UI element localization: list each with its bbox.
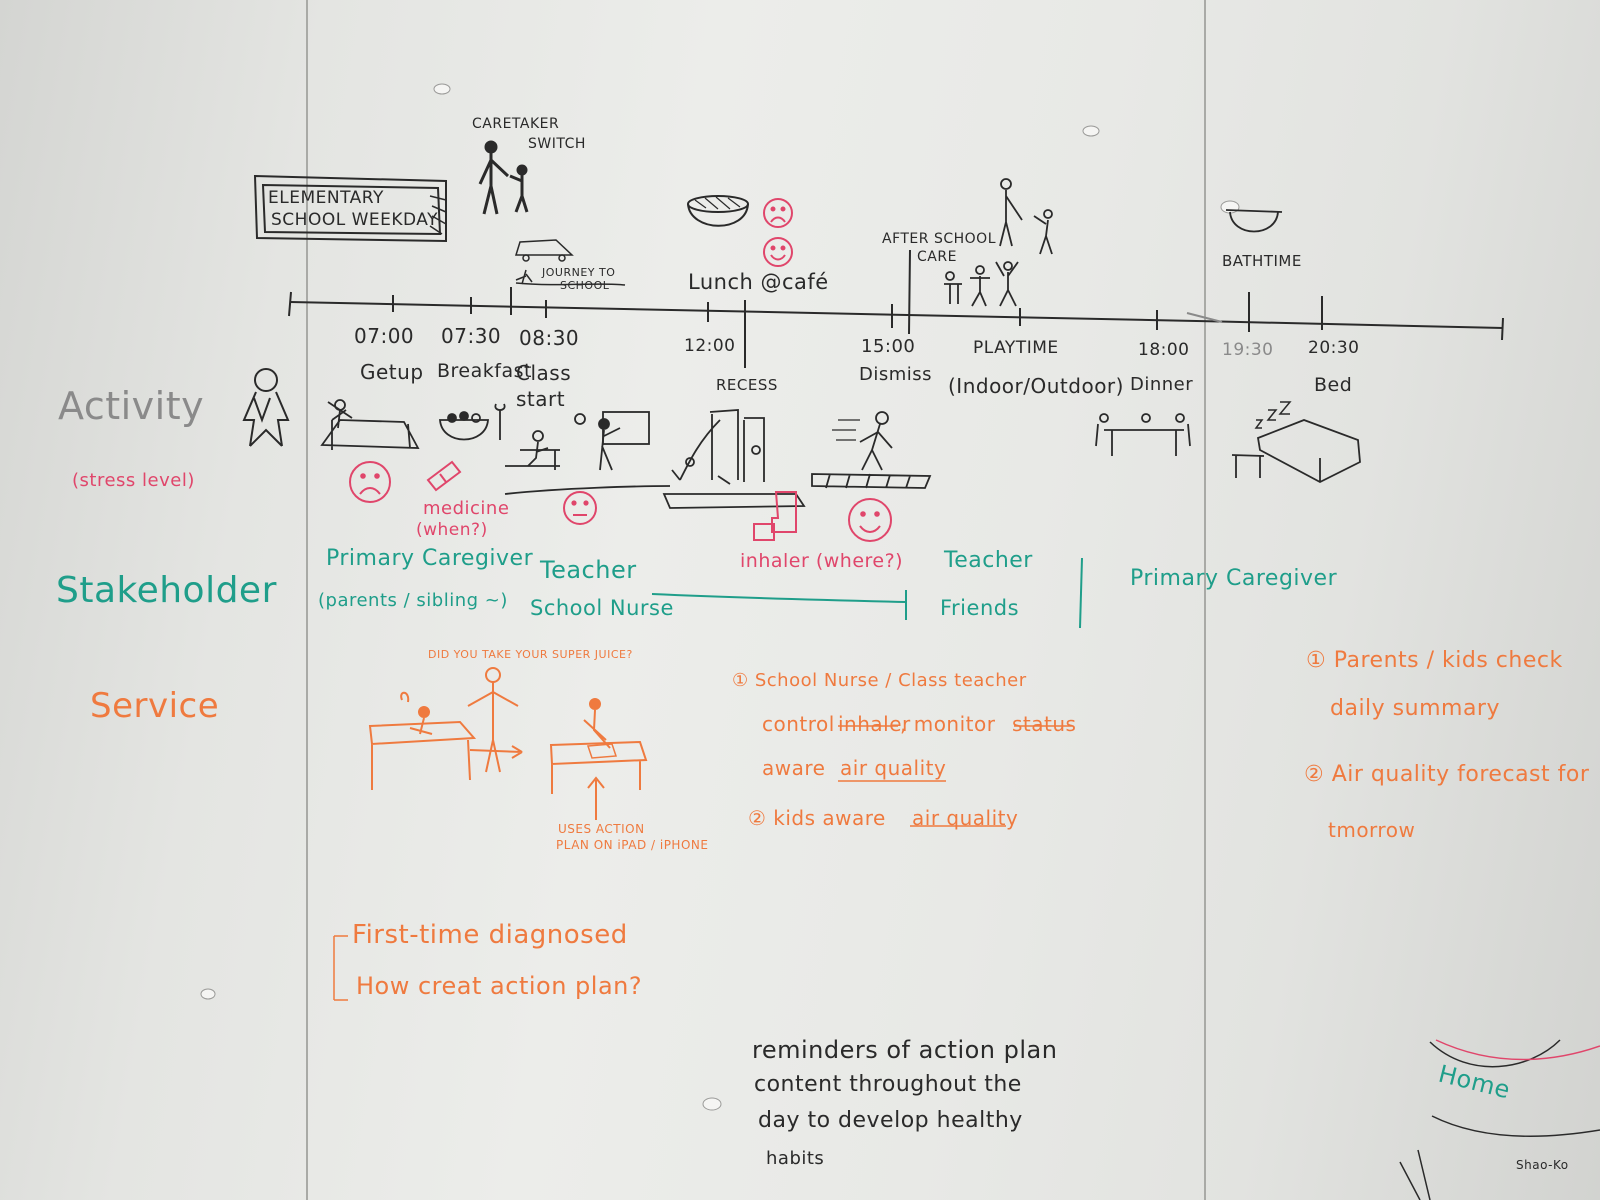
caretaker-figures — [478, 140, 529, 215]
journey-label-2: SCHOOL — [560, 279, 610, 292]
activity-label: Bed — [1314, 374, 1353, 396]
time-label: 08:30 — [519, 326, 580, 350]
caretaker-label-2: SWITCH — [528, 136, 586, 152]
car-sketch — [514, 239, 626, 286]
service-uses-2: PLAN ON iPAD / iPHONE — [556, 838, 709, 852]
reminder-note-1: reminders of action plan — [752, 1036, 1058, 1064]
service-school-4a: ② kids aware — [748, 806, 886, 830]
timeline — [288, 249, 1504, 368]
service-school-2d: status — [1012, 712, 1077, 736]
first-time-note: First-time diagnosed — [352, 920, 628, 950]
medicine-when-note: (when?) — [416, 520, 488, 540]
stakeholder-primary-caregiver: Primary Caregiver — [326, 546, 534, 571]
reminder-note-2: content throughout the — [754, 1072, 1022, 1097]
title-line-2: SCHOOL WEEKDAY — [271, 210, 439, 230]
stakeholder-lines — [651, 557, 1083, 629]
reminder-note-3: day to develop healthy — [758, 1108, 1023, 1133]
whiteboard-seam — [1204, 0, 1206, 1200]
activity-label: RECESS — [716, 376, 778, 394]
after-school-label: AFTER SCHOOL — [882, 231, 996, 247]
time-label: 07:00 — [354, 324, 415, 348]
service-school-3b: air quality — [840, 756, 947, 780]
caretaker-label: CARETAKER — [472, 116, 560, 132]
stakeholder-teacher: Teacher — [540, 556, 637, 584]
service-home-1: ① Parents / kids check — [1306, 648, 1563, 673]
bathtime-label: BATHTIME — [1222, 252, 1302, 270]
persona-figure — [242, 368, 290, 447]
activity-sketches — [320, 178, 1361, 509]
service-school-4b: air quality — [912, 806, 1019, 830]
how-create-note: How creat action plan? — [356, 972, 643, 1000]
stakeholder-primary-caregiver-2: Primary Caregiver — [1130, 566, 1338, 591]
service-school-2a: control — [762, 712, 835, 736]
activity-label: Dismiss — [859, 364, 933, 385]
time-label: 15:00 — [861, 336, 916, 357]
time-label: 18:00 — [1138, 340, 1190, 360]
service-home-2: daily summary — [1330, 696, 1500, 721]
corner-sketch — [1399, 1039, 1600, 1200]
activity-label: Getup — [360, 360, 424, 384]
medicine-note: medicine — [423, 498, 510, 519]
row-label-service: Service — [90, 686, 220, 726]
title-line-1: ELEMENTARY — [268, 188, 384, 208]
time-label: 12:00 — [684, 336, 736, 356]
inhaler-note: inhaler (where?) — [740, 550, 904, 572]
lunch-label: Lunch @café — [688, 270, 829, 294]
activity-label: Class start — [516, 361, 572, 411]
medicine-sketches — [426, 460, 797, 541]
signature: Shao-Ko — [1516, 1158, 1569, 1172]
whiteboard-seam — [306, 0, 308, 1200]
row-label-activity: Activity — [58, 384, 205, 428]
service-school-3a: aware — [762, 756, 826, 780]
service-sketches — [333, 667, 1072, 1001]
magnets — [200, 83, 1240, 1111]
stakeholder-school-nurse: School Nurse — [530, 596, 674, 620]
service-home-4: tmorrow — [1328, 818, 1416, 842]
service-school-2c: , monitor — [900, 712, 996, 736]
service-home-3: ② Air quality forecast for — [1304, 762, 1590, 787]
stakeholder-teacher-2: Teacher — [944, 548, 1033, 573]
title-box — [253, 174, 447, 243]
stakeholder-caregiver-detail: (parents / sibling ~) — [318, 590, 508, 611]
activity-label: Breakfast — [437, 360, 532, 382]
service-school-2b: inhaler — [838, 712, 911, 736]
service-school-1: ① School Nurse / Class teacher — [732, 670, 1027, 691]
time-label: 19:30 — [1222, 340, 1274, 360]
stakeholder-friends: Friends — [940, 596, 1020, 620]
activity-label: (Indoor/Outdoor) — [948, 374, 1124, 398]
row-label-stress: (stress level) — [72, 470, 195, 491]
journey-label: JOURNEY TO — [542, 266, 616, 279]
time-label: PLAYTIME — [973, 338, 1059, 358]
time-label: 20:30 — [1308, 338, 1360, 358]
after-school-label-2: CARE — [917, 249, 957, 265]
service-question: DID YOU TAKE YOUR SUPER JUICE? — [428, 648, 633, 661]
time-label: 07:30 — [441, 324, 502, 348]
row-label-stakeholder: Stakeholder — [56, 570, 277, 611]
activity-label: Dinner — [1130, 374, 1194, 395]
reminder-note-4: habits — [766, 1148, 825, 1169]
lunch-bowl — [687, 195, 749, 227]
stress-faces — [349, 198, 892, 542]
service-uses-1: USES ACTION — [558, 822, 645, 836]
